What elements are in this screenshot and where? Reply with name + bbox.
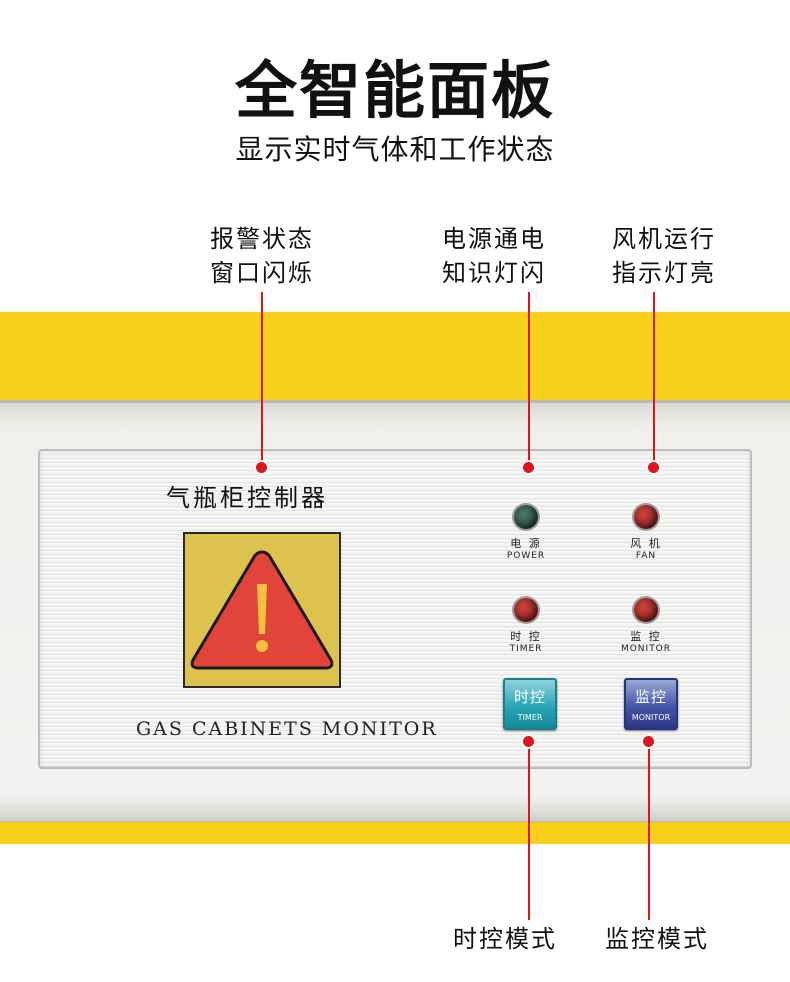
callout-power: 电源通电 知识灯闪 bbox=[442, 225, 546, 287]
timer-indicator-label-en: TIMER bbox=[509, 644, 543, 654]
fan-indicator-label-cn: 风 机 bbox=[630, 537, 662, 550]
monitor-indicator-label-en: MONITOR bbox=[620, 644, 672, 654]
panel-name-cn: 气瓶柜控制器 bbox=[166, 484, 328, 512]
cabinet-bottom-band bbox=[0, 822, 790, 844]
timer-button-label-en: TIMER bbox=[517, 713, 543, 722]
alarm-window bbox=[183, 532, 341, 688]
monitor-button-label-en: MONITOR bbox=[631, 713, 671, 722]
power-indicator-label-cn: 电 源 bbox=[510, 537, 542, 550]
callout-timer-mode: 时控模式 bbox=[453, 925, 557, 953]
leader-line-fan bbox=[653, 292, 655, 468]
leader-dot-timer bbox=[523, 736, 534, 747]
monitor-indicator-label-cn: 监 控 bbox=[630, 630, 662, 643]
leader-dot-power bbox=[523, 462, 534, 473]
panel-name-en: GAS CABINETS MONITOR bbox=[136, 718, 438, 740]
leader-line-monitor bbox=[648, 742, 650, 920]
page-title: 全智能面板 bbox=[234, 54, 555, 127]
callout-monitor-mode: 监控模式 bbox=[605, 925, 709, 953]
cabinet-top-band bbox=[0, 312, 790, 404]
power-indicator-led bbox=[514, 505, 538, 529]
monitor-mode-button[interactable]: 监控 MONITOR bbox=[624, 678, 678, 730]
page-subtitle: 显示实时气体和工作状态 bbox=[235, 133, 555, 166]
leader-line-power bbox=[528, 292, 530, 468]
warning-triangle-icon bbox=[190, 550, 334, 670]
callout-alarm: 报警状态 窗口闪烁 bbox=[210, 225, 314, 287]
leader-dot-alarm bbox=[256, 462, 267, 473]
callout-fan: 风机运行 指示灯亮 bbox=[612, 225, 716, 287]
monitor-button-label-cn: 监控 bbox=[634, 688, 667, 706]
timer-button-label-cn: 时控 bbox=[513, 688, 546, 706]
leader-dot-monitor bbox=[643, 736, 654, 747]
timer-mode-button[interactable]: 时控 TIMER bbox=[503, 678, 557, 730]
power-indicator-label-en: POWER bbox=[506, 551, 546, 561]
fan-indicator-led bbox=[634, 505, 658, 529]
leader-line-timer bbox=[528, 742, 530, 920]
leader-dot-fan bbox=[648, 462, 659, 473]
timer-indicator-led bbox=[514, 598, 538, 622]
leader-line-alarm bbox=[261, 292, 263, 468]
fan-indicator-label-en: FAN bbox=[635, 551, 657, 561]
monitor-indicator-led bbox=[634, 598, 658, 622]
timer-indicator-label-cn: 时 控 bbox=[510, 630, 542, 643]
